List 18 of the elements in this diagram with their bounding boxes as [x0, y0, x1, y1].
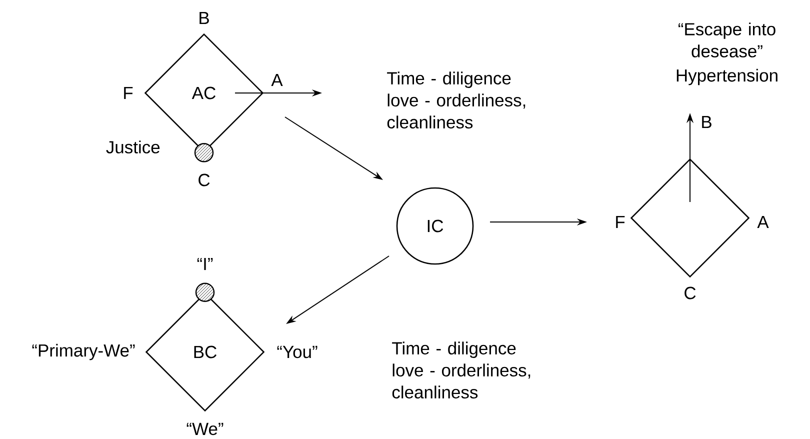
corner-label: A [271, 74, 283, 86]
corner-label: B [702, 116, 712, 128]
corner-label: B [200, 12, 209, 24]
note-text: “Escape into desease” [678, 22, 776, 58]
corner-label: F [124, 86, 133, 100]
corner-label: “Primary-We” [32, 344, 135, 360]
note-text: Justice [106, 140, 160, 154]
corner-label: A [757, 216, 769, 228]
circle-node: IC [396, 187, 474, 265]
corner-label: “I” [197, 258, 213, 270]
corner-label: C [684, 286, 696, 300]
corner-label: “You” [277, 346, 318, 358]
note-text: Hypertension [676, 68, 778, 86]
corner-label: “We” [186, 422, 224, 436]
note-text: Time - diligence love - orderliness, cleanliness [392, 342, 530, 398]
corner-label: C [198, 174, 210, 186]
corner-label: F [616, 216, 625, 228]
note-text: Time - diligence love - orderliness, cleanliness [387, 72, 526, 128]
